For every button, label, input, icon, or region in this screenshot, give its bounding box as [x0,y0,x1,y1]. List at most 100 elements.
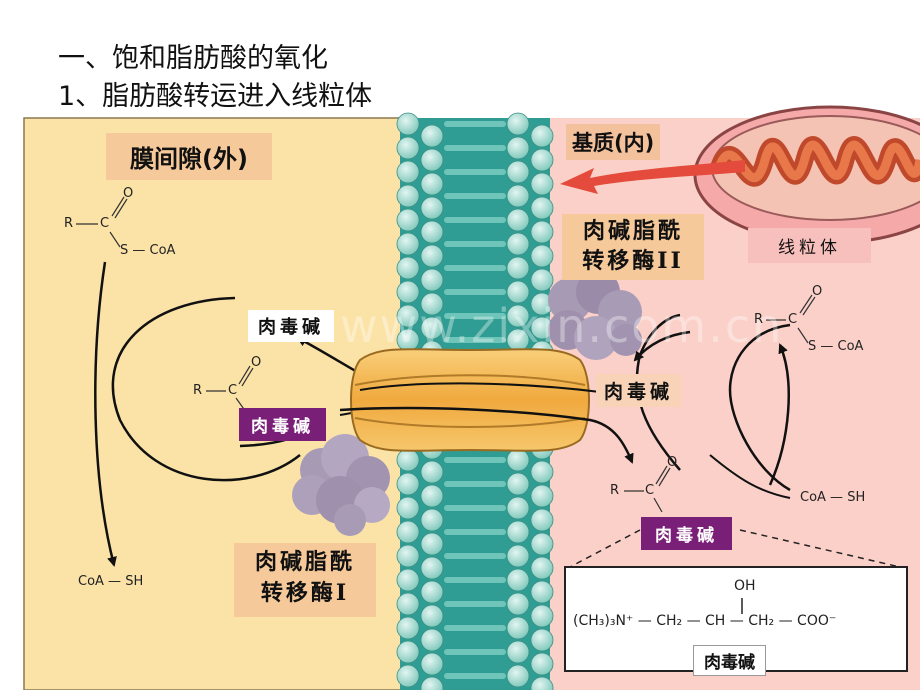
lipid-head-bead [420,652,444,676]
lipid-head-bead [396,592,420,616]
left-free-carnitine-label: 肉毒碱 [248,310,334,342]
lipid-head-bead [530,484,554,508]
lipid-tail [444,193,506,199]
lipid-head-bead [506,280,530,304]
cpt2-label-line2: 转移酶II [582,248,684,274]
lipid-head-bead [506,256,530,280]
lipid-head-bead [420,628,444,652]
right-acyl-coa-c: C [788,312,798,327]
lipid-head-bead [420,220,444,244]
left-acyl-coa-bonds [76,196,128,248]
lipid-tail [444,601,506,607]
lipid-head-bead [396,616,420,640]
structure-caption: 肉毒碱 [693,645,766,676]
lipid-head-bead [396,208,420,232]
lipid-head-bead [420,244,444,268]
lipid-head-bead [396,496,420,520]
lipid-head-bead [530,604,554,628]
lipid-head-bead [506,496,530,520]
lipid-tail [444,169,506,175]
lipid-head-bead [530,556,554,580]
left-acyl-coa-r: R [64,216,74,231]
lipid-head-bead [530,196,554,220]
lipid-head-bead [506,520,530,544]
structure-pointer-dashed [569,529,641,568]
left-acyl-coa-scoa: S — CoA [120,243,176,258]
lipid-tail [444,121,506,127]
lipid-head-bead [420,460,444,484]
cpt2-label: 肉碱脂酰 转移酶II [562,214,704,280]
lipid-head-bead [530,508,554,532]
lipid-head-bead [396,520,420,544]
lipid-head-bead [396,568,420,592]
lipid-head-bead [530,652,554,676]
lipid-head-bead [420,148,444,172]
lipid-head-bead [530,676,554,690]
lipid-head-bead [420,268,444,292]
right-acyl-carnitine-r: R [610,483,620,498]
lipid-head-bead [420,484,444,508]
lipid-head-bead [396,136,420,160]
right-coa-sh: CoA — SH [800,490,866,505]
right-acyl-coa-bonds [766,294,816,344]
lipid-head-bead [506,544,530,568]
lipid-tail [444,649,506,655]
lipid-tail [444,481,506,487]
lipid-tail [444,289,506,295]
intermembrane-label: 膜间隙(外) [106,133,272,180]
lipid-head-bead [506,640,530,664]
lipid-head-bead [396,640,420,664]
lipid-head-bead [396,160,420,184]
left-acyl-carnitine-r: R [193,383,203,398]
lipid-head-bead [530,532,554,556]
lipid-tail [444,145,506,151]
lipid-head-bead [506,616,530,640]
lipid-head-bead [530,124,554,148]
left-acyl-carnitine-o: O [251,355,262,370]
lipid-head-bead [420,532,444,556]
lipid-head-bead [420,124,444,148]
lipid-head-bead [506,232,530,256]
right-acyl-coa-o: O [812,284,823,299]
right-cycle-arrow [635,313,681,471]
acyl-coa-down-arrow [94,261,117,567]
slide-title-line2: 1、脂肪酸转运进入线粒体 [58,81,373,112]
lipid-head-bead [396,472,420,496]
lipid-tail [444,313,506,319]
watermark: www.zixin.com.cn [340,299,783,353]
carnitine-back-through-arrow [359,382,601,393]
right-acyl-carnitine-c: C [645,483,655,498]
left-acyl-carnitine-c: C [228,383,238,398]
lipid-tail [444,673,506,679]
lipid-head-bead [396,304,420,328]
lipid-head-bead [506,592,530,616]
matrix-label: 基质(内) [566,124,661,160]
cpt2-label-line1: 肉碱脂酰 [582,218,683,244]
lipid-head-bead [530,268,554,292]
left-acyl-coa-c: C [100,216,110,231]
right-acyl-carnitine-o: O [667,455,678,470]
lipid-head-bead [396,664,420,688]
right-acyl-carnitine-label: 肉毒碱 [641,517,732,550]
lipid-head-bead [530,580,554,604]
lipid-head-bead [420,316,444,340]
structure-formula: (CH₃)₃N⁺ — CH₂ — CH — CH₂ — COO⁻ [573,613,837,629]
lipid-head-bead [396,448,420,472]
slide-title-line1: 一、饱和脂肪酸的氧化 [58,43,328,74]
lipid-head-bead [530,148,554,172]
carnitine-translocase [350,348,590,452]
lipid-head-bead [420,292,444,316]
right-acyl-coa-scoa: S — CoA [808,339,864,354]
lipid-tail [444,265,506,271]
right-acyl-carnitine-bonds [624,465,671,513]
lipid-tail [444,217,506,223]
lipid-head-bead [420,580,444,604]
lipid-head-bead [530,172,554,196]
right-free-carnitine-label: 肉毒碱 [596,374,682,407]
lipid-tail [444,553,506,559]
lipid-head-bead [396,280,420,304]
lipid-head-bead [506,112,530,136]
cpt1-label: 肉碱脂酰 转移酶I [234,543,376,617]
mitochondrion-label: 线粒体 [748,228,871,263]
